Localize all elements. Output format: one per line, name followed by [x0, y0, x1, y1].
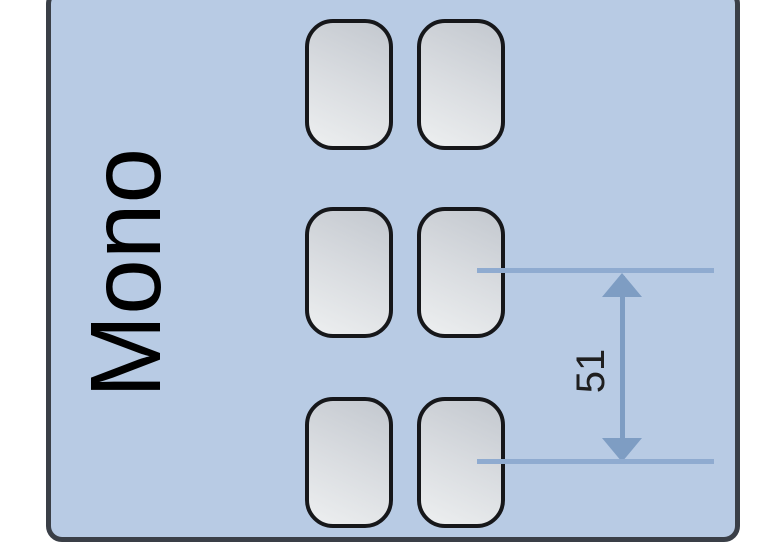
slot-row1-left	[305, 19, 393, 150]
arrow-up-icon	[602, 273, 642, 297]
dimension-extension-line-bottom	[477, 459, 714, 464]
arrow-down-icon	[602, 438, 642, 462]
slot-row3-left	[305, 397, 393, 528]
slot-row1-right	[417, 19, 505, 150]
dimension-line	[620, 276, 625, 438]
dimension-extension-line-top	[477, 268, 714, 273]
panel-label: Mono	[69, 147, 182, 399]
slot-row2-left	[305, 207, 393, 338]
dimension-label: 51	[568, 348, 613, 394]
